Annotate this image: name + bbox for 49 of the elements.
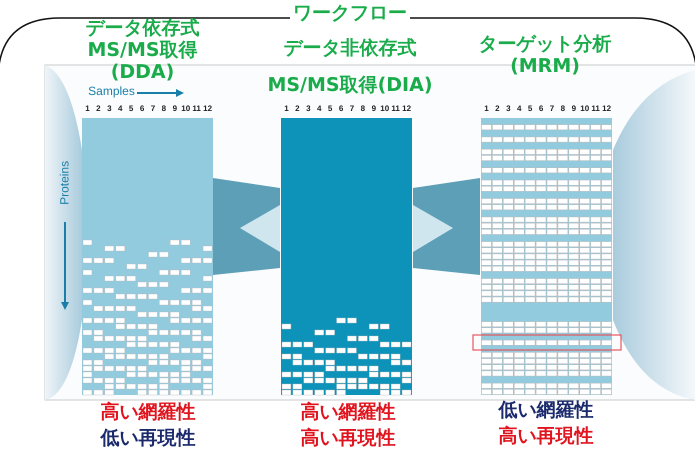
column-number: 8 (560, 104, 566, 113)
column-number: 11 (191, 104, 202, 113)
column-number: 10 (379, 104, 390, 113)
rating-text: 高い網羅性 (100, 402, 196, 424)
column-number: 3 (106, 104, 113, 113)
column-number: 11 (390, 104, 401, 113)
rating-text: 高い網羅性 (300, 402, 396, 424)
column-number: 7 (548, 104, 556, 113)
column-number: 3 (305, 104, 312, 113)
column-number: 1 (283, 104, 290, 113)
heading: ターゲット分析 (MRM) (478, 34, 612, 78)
column-number: 8 (360, 104, 366, 113)
column-number: 5 (128, 104, 134, 113)
column-number: 5 (326, 104, 334, 113)
column-number: 12 (401, 104, 412, 113)
rating-text: 高い再現性 (498, 426, 594, 448)
column-number: 2 (294, 104, 301, 113)
column-number: 2 (95, 104, 102, 113)
column-number: 3 (505, 104, 512, 113)
rating-text: 低い再現性 (99, 428, 196, 450)
rating-text: 低い網羅性 (497, 400, 594, 422)
heading: データ依存式 MS/MS取得 (DDA) (84, 18, 200, 84)
column-number: 1 (84, 104, 91, 113)
column-number: 12 (601, 104, 612, 113)
axis-label: Proteins (58, 160, 72, 207)
heading: データ非依存式 (282, 38, 418, 60)
column-number: 6 (538, 104, 544, 113)
column-number: 8 (160, 104, 168, 113)
heading: MS/MS取得(DIA) (266, 75, 434, 97)
column-number: 4 (516, 104, 522, 113)
column-number: 6 (138, 104, 146, 113)
column-number: 4 (117, 104, 124, 113)
column-number: 9 (570, 104, 578, 113)
column-number: 6 (338, 104, 344, 113)
column-number: 2 (494, 104, 501, 113)
column-number: 7 (150, 104, 156, 113)
column-number: 4 (316, 104, 322, 113)
column-number: 11 (590, 104, 601, 113)
rating-text: 高い再現性 (300, 428, 396, 450)
column-number: 10 (579, 104, 590, 113)
column-number: 9 (370, 104, 378, 113)
column-number: 10 (180, 104, 192, 113)
column-number: 5 (526, 104, 534, 113)
column-number: 7 (348, 104, 356, 113)
column-number: 9 (172, 104, 178, 113)
column-number: 12 (202, 104, 214, 113)
heading: ワークフロー (290, 3, 410, 25)
axis-label: Samples (87, 85, 136, 99)
column-number: 1 (483, 104, 490, 113)
